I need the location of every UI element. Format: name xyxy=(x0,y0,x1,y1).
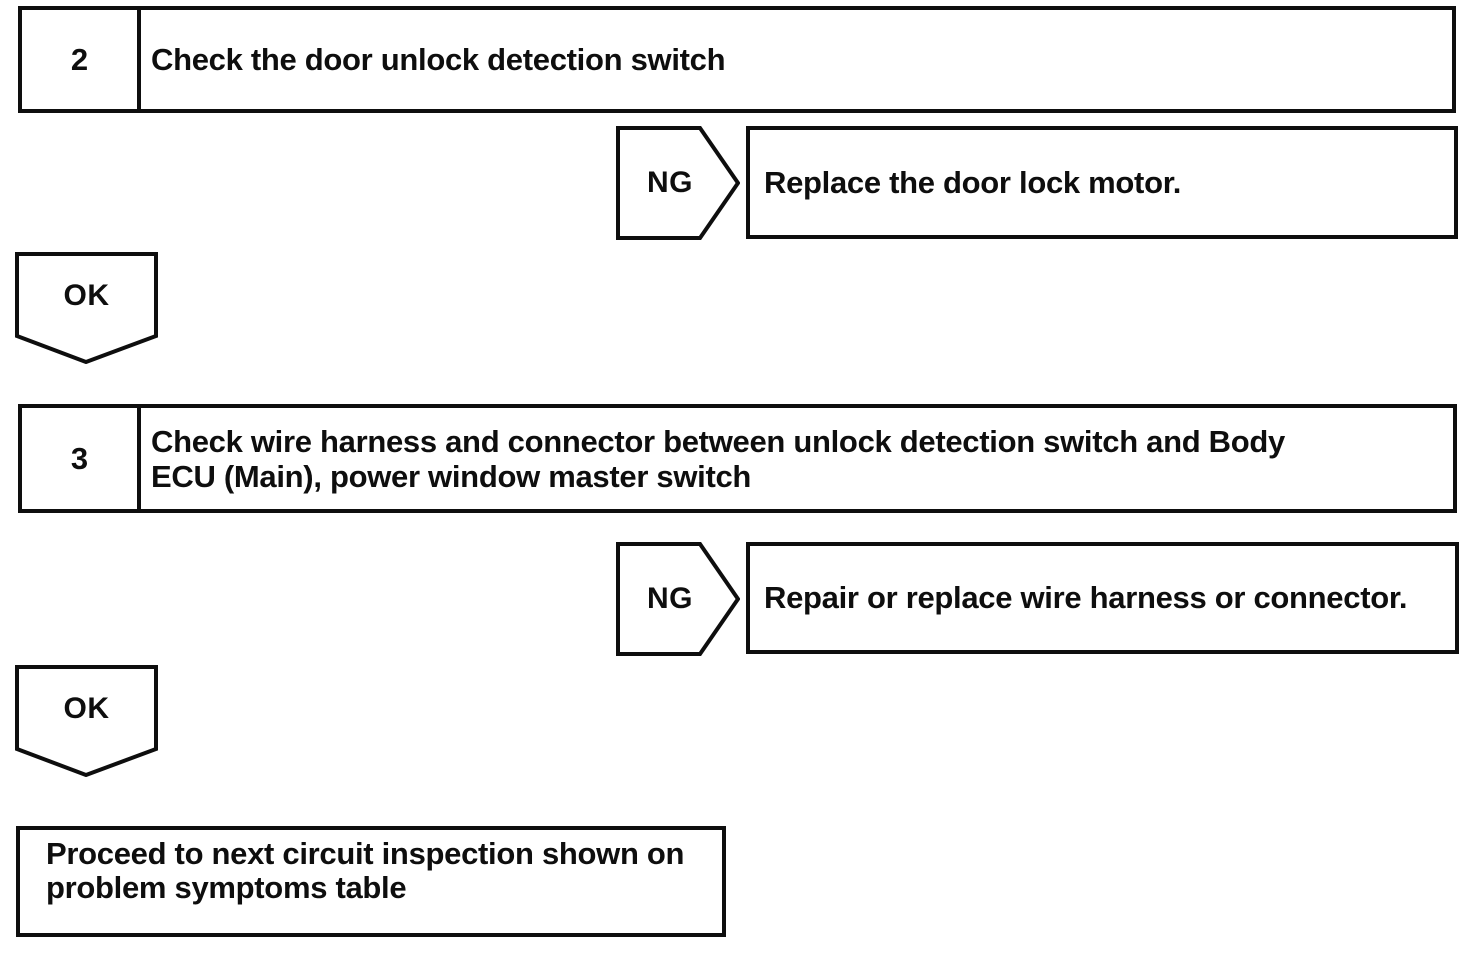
ng-action-text-1: Replace the door lock motor. xyxy=(764,164,1182,200)
ok-connector-2: OK xyxy=(15,665,158,777)
terminal-action-box: Proceed to next circuit inspection shown… xyxy=(16,826,726,937)
ok-label-1: OK xyxy=(63,279,110,312)
ng-connector-2: NG xyxy=(616,542,740,656)
ng-pentagon-icon xyxy=(616,542,740,656)
ng-connector-1: NG xyxy=(616,126,740,240)
ng-label-2: NG xyxy=(647,582,693,615)
ok-connector-1: OK xyxy=(15,252,158,364)
ng-action-box-1: Replace the door lock motor. xyxy=(746,126,1458,239)
step-2-box: 2 Check the door unlock detection switch xyxy=(18,6,1456,113)
ng-action-text-2: Repair or replace wire harness or connec… xyxy=(764,580,1408,615)
ok-pentagon-icon xyxy=(15,252,158,364)
ng-pentagon-icon xyxy=(616,126,740,240)
ng-label-1: NG xyxy=(647,166,693,199)
step-2-instruction: Check the door unlock detection switch xyxy=(151,42,726,77)
step-2-number: 2 xyxy=(22,10,141,109)
step-3-number: 3 xyxy=(22,408,141,509)
step-3-instruction: Check wire harness and connector between… xyxy=(151,423,1285,494)
step-3-box: 3 Check wire harness and connector betwe… xyxy=(18,404,1457,513)
ok-pentagon-icon xyxy=(15,665,158,777)
ok-label-2: OK xyxy=(63,692,110,725)
ng-action-box-2: Repair or replace wire harness or connec… xyxy=(746,542,1459,654)
